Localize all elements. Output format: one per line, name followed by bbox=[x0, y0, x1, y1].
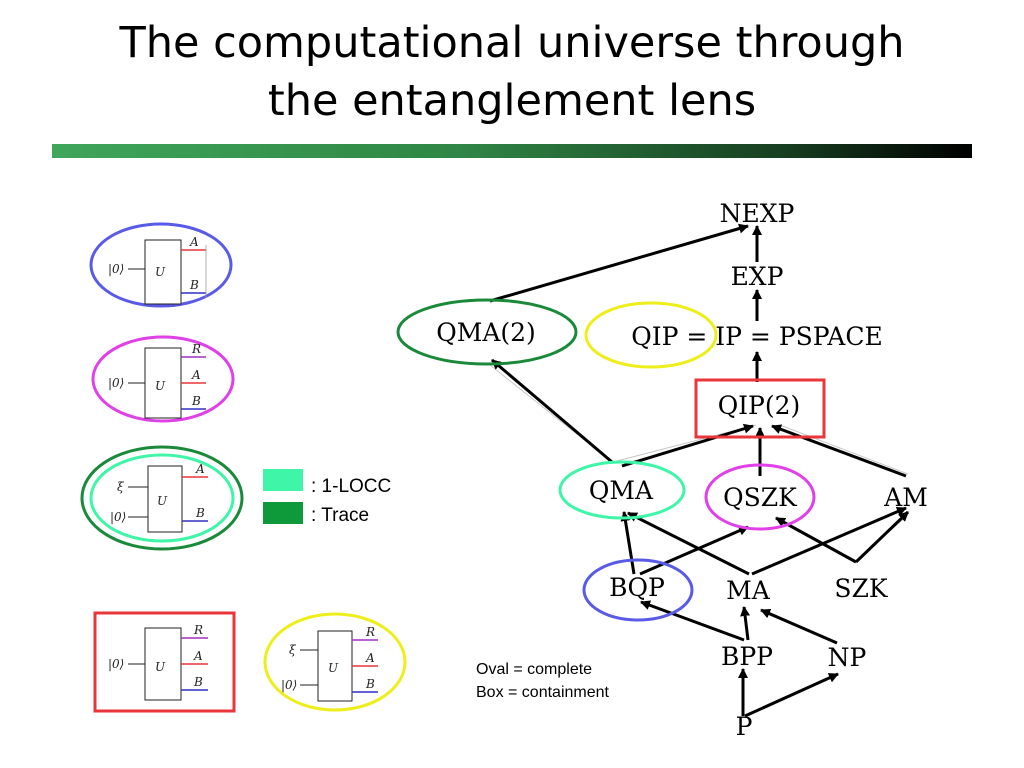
circuit-rab-redbox: |0⟩ U R A B bbox=[93, 611, 236, 713]
gate-label: U bbox=[155, 379, 166, 393]
gate-label: U bbox=[155, 660, 166, 674]
label-ma: MA bbox=[726, 576, 771, 605]
wire-b-label: B bbox=[195, 506, 205, 520]
xi-label: ξ bbox=[289, 643, 297, 657]
label-qma2: QMA(2) bbox=[436, 318, 536, 347]
label-qip-ip-pspace: QIP = IP = PSPACE bbox=[631, 322, 882, 351]
label-qip2: QIP(2) bbox=[718, 391, 801, 420]
arrow-am-qip2 bbox=[771, 424, 907, 478]
faint-edges bbox=[489, 364, 909, 561]
gate-label: U bbox=[328, 661, 339, 675]
bqp-blue-oval bbox=[582, 558, 694, 622]
label-exp: EXP bbox=[731, 262, 784, 291]
arrow-qma-qip2 bbox=[621, 423, 754, 468]
legend: : 1-LOCC : Trace bbox=[263, 469, 391, 526]
qszk-magenta-oval bbox=[704, 463, 816, 531]
wire-a-label: A bbox=[195, 462, 205, 476]
arrow-qma2-nexp bbox=[489, 223, 749, 303]
qip2-red-box bbox=[694, 378, 826, 439]
qma-mint-oval bbox=[558, 460, 686, 520]
arrow-szk-am bbox=[854, 510, 910, 564]
xi-label: ξ bbox=[117, 480, 125, 494]
red-box bbox=[93, 611, 236, 713]
arrow-qma-qma2 bbox=[491, 358, 613, 464]
ket0-label: |0⟩ bbox=[108, 657, 124, 671]
ket0-label: |0⟩ bbox=[281, 678, 297, 692]
wire-a-label: A bbox=[193, 649, 203, 663]
wire-r-label: R bbox=[193, 623, 203, 637]
label-qszk: QSZK bbox=[723, 483, 798, 512]
mint-oval bbox=[89, 453, 235, 543]
title-line-1: The computational universe through bbox=[119, 18, 905, 68]
circuit-xi-yellow: ξ |0⟩ U R A B bbox=[263, 612, 407, 712]
unitary-gate-box bbox=[144, 627, 182, 701]
label-p: P bbox=[736, 712, 753, 741]
yellow-oval bbox=[263, 612, 407, 712]
wire-b-label: B bbox=[193, 675, 203, 689]
circuit-xi-green: ξ |0⟩ U A B bbox=[80, 445, 244, 551]
wire-r-label: R bbox=[365, 625, 375, 639]
pspace-yellow-oval bbox=[584, 301, 718, 369]
wire-b-label: B bbox=[365, 677, 375, 691]
wire-b-label: B bbox=[191, 394, 201, 408]
legend-swatch-1locc bbox=[263, 469, 303, 491]
qma2-green-oval bbox=[396, 298, 578, 366]
arrow-ma-qma bbox=[627, 511, 750, 576]
green-oval bbox=[80, 445, 244, 551]
label-bqp: BQP bbox=[609, 573, 665, 602]
gate-label: U bbox=[155, 265, 166, 279]
note-oval: Oval = complete bbox=[476, 661, 592, 678]
arrow-p-np bbox=[744, 672, 839, 718]
blue-oval bbox=[89, 222, 233, 308]
slide-title: The computational universe through the e… bbox=[0, 14, 1024, 130]
title-underline-bar bbox=[52, 144, 972, 158]
legend-label-1locc: : 1-LOCC bbox=[311, 476, 391, 497]
arrow-bqp-qszk bbox=[639, 525, 749, 576]
wire-a-label: A bbox=[365, 651, 375, 665]
circuit-rab-magenta: |0⟩ U R A B bbox=[91, 335, 235, 423]
label-nexp: NEXP bbox=[720, 199, 795, 228]
magenta-oval bbox=[91, 335, 235, 423]
arrow-np-ma bbox=[760, 608, 838, 645]
unitary-gate-box bbox=[147, 465, 183, 533]
circuit-ab-blue: |0⟩ U A B bbox=[89, 222, 233, 308]
legend-label-trace: : Trace bbox=[311, 505, 369, 526]
wire-r-label: R bbox=[191, 342, 201, 356]
label-bpp: BPP bbox=[721, 642, 773, 671]
title-line-2: the entanglement lens bbox=[267, 76, 757, 126]
wire-b-label: B bbox=[189, 278, 199, 292]
unitary-gate-box bbox=[144, 239, 182, 305]
label-am: AM bbox=[883, 483, 928, 512]
legend-swatch-trace bbox=[263, 502, 303, 524]
unitary-gate-box bbox=[317, 630, 353, 702]
label-np: NP bbox=[828, 643, 867, 672]
arrow-bqp-qma bbox=[620, 511, 636, 575]
wire-a-label: A bbox=[189, 235, 199, 249]
arrow-bpp-ma bbox=[740, 606, 751, 641]
note-box: Box = containment bbox=[476, 684, 610, 701]
arrow-bpp-bqp bbox=[640, 600, 745, 642]
label-qma: QMA bbox=[589, 476, 654, 505]
arrow-ma-am bbox=[751, 506, 907, 576]
ket0-label: |0⟩ bbox=[108, 262, 124, 276]
wire-a-label: A bbox=[191, 368, 201, 382]
label-szk: SZK bbox=[834, 574, 888, 603]
ket0-label: |0⟩ bbox=[110, 510, 126, 524]
ket0-label: |0⟩ bbox=[108, 376, 124, 390]
gate-label: U bbox=[157, 494, 168, 508]
